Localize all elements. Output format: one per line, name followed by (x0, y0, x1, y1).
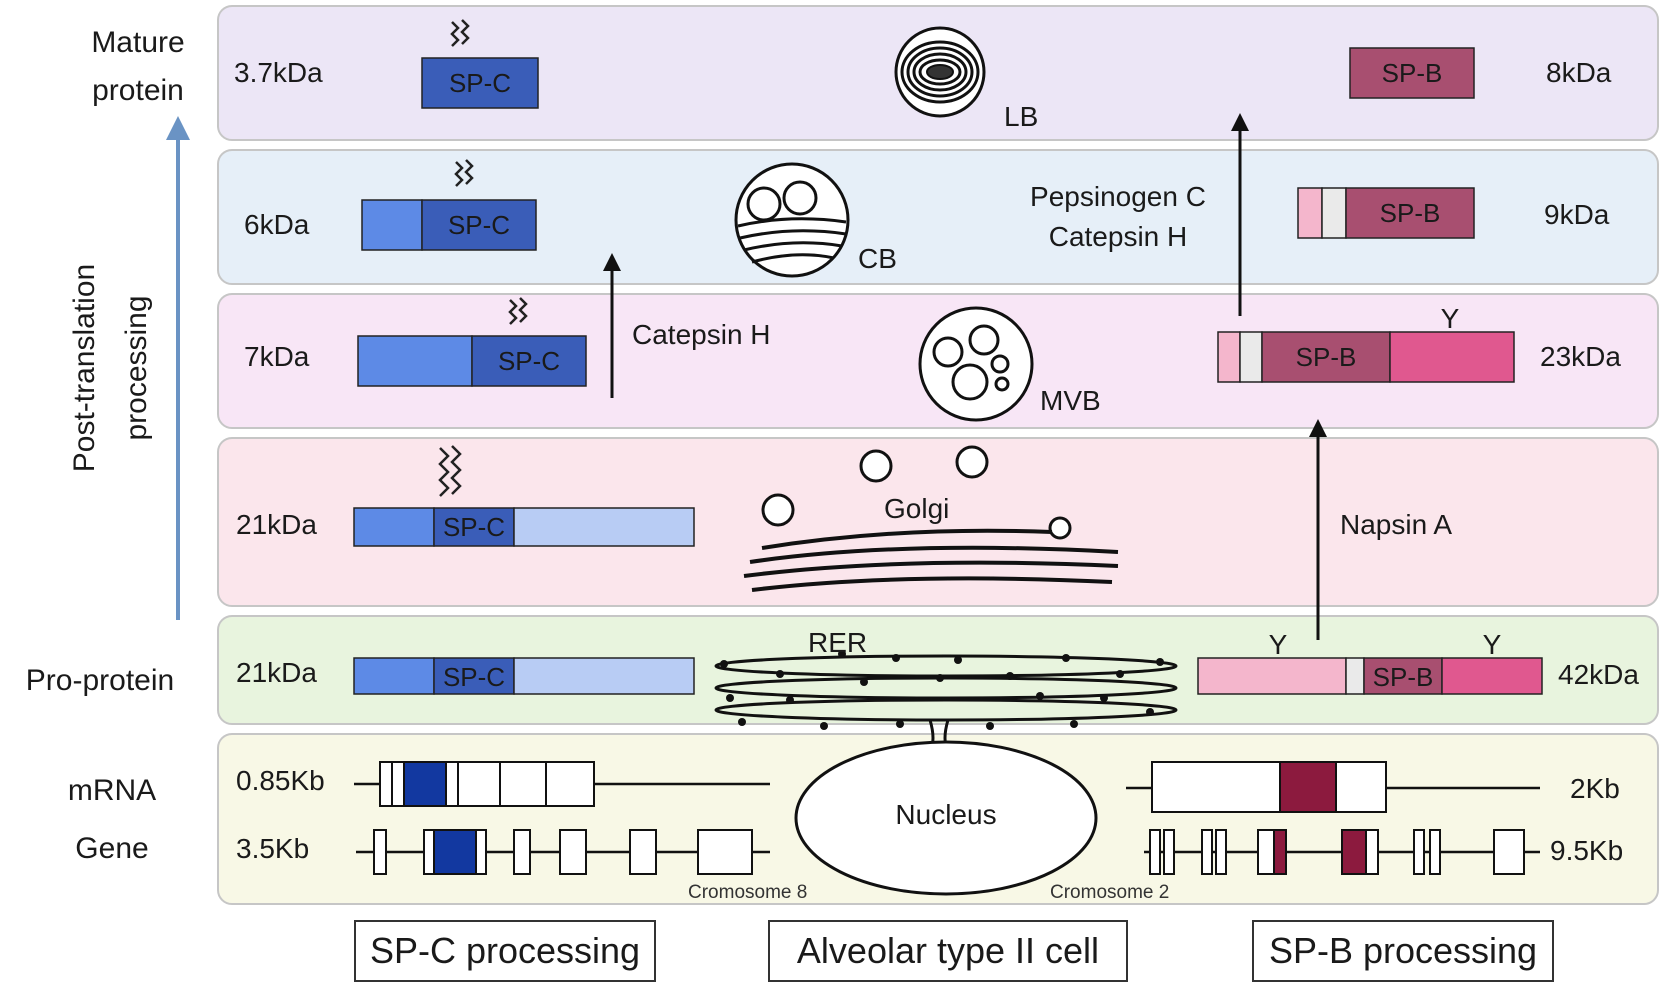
lamellar-body (894, 26, 986, 118)
row-golgi (217, 437, 1659, 607)
spb-pro-gap (1345, 657, 1365, 695)
glyco-mark: Y (1269, 629, 1288, 660)
spb-pro-tail (1441, 657, 1543, 695)
spb-row3-gap (1239, 331, 1263, 383)
size-pro-spc: 21kDa (236, 657, 317, 688)
lipid-chain (454, 159, 474, 187)
size-row3-spb: 23kDa (1540, 341, 1621, 372)
spc-mature-box (421, 57, 539, 109)
spb-row3-tail (1389, 331, 1515, 383)
rough-er (714, 650, 1178, 753)
spb-pro-light (1197, 657, 1347, 695)
label-mrna: mRNA (68, 774, 156, 807)
row-rer (217, 615, 1659, 725)
label-mature-1: Mature (91, 26, 184, 59)
spb-row3-label: SP-B (1296, 342, 1357, 372)
lipid-chain (508, 297, 528, 325)
spc-row3-light (357, 335, 473, 387)
enzyme-pepsinogen: Pepsinogen C (1030, 181, 1206, 212)
spb-row2-label: SP-B (1380, 198, 1441, 228)
rer-label: RER (808, 627, 867, 658)
lb-label: LB (1004, 101, 1038, 132)
spc-pro-box (433, 657, 515, 695)
spc-pro-label: SP-C (443, 662, 505, 692)
size-mrna-spc: 0.85Kb (236, 765, 325, 796)
enzyme-catepsin-h-b: Catepsin H (1049, 221, 1188, 252)
size-mature-spb: 8kDa (1546, 57, 1612, 88)
nucleus (794, 740, 1098, 896)
label-gene: Gene (75, 832, 148, 865)
lipid-chain (438, 445, 462, 497)
size-row4-spc: 21kDa (236, 509, 317, 540)
cb-label: CB (858, 243, 897, 274)
label-ptp-1: Post-translation (68, 264, 101, 472)
row-cb (217, 149, 1659, 285)
spb-gene (1144, 829, 1540, 875)
size-pro-spb: 42kDa (1558, 659, 1639, 690)
spc-row2-label: SP-C (448, 210, 510, 240)
mvb-label: MVB (1040, 385, 1101, 416)
spb-row2-light (1297, 187, 1323, 239)
size-row2-spc: 6kDa (244, 209, 310, 240)
glyco-mark: Y (1483, 629, 1502, 660)
label-mature-2: protein (92, 74, 184, 107)
spb-mature-label: SP-B (1382, 58, 1443, 88)
composite-body (734, 162, 850, 278)
golgi-label: Golgi (884, 493, 949, 524)
spb-mature-box (1349, 47, 1475, 99)
spb-mrna (1126, 761, 1540, 813)
size-gene-spb: 9.5Kb (1550, 835, 1623, 866)
label-ptp-2: processing (120, 295, 153, 440)
nucleus-label: Nucleus (895, 799, 996, 830)
lipid-chain (450, 19, 470, 47)
size-gene-spc: 3.5Kb (236, 833, 309, 864)
spc-gene (356, 829, 770, 875)
label-proprotein: Pro-protein (26, 664, 174, 697)
chromosome-2: Cromosome 2 (1050, 882, 1169, 903)
spc-pro-light (513, 657, 695, 695)
golgi-apparatus (743, 445, 1119, 592)
spc-row4-label: SP-C (443, 512, 505, 542)
caption-spb-processing: SP-B processing (1252, 920, 1554, 982)
size-mrna-spb: 2Kb (1570, 773, 1620, 804)
spc-row2-light (361, 199, 423, 251)
spb-pro-label: SP-B (1373, 662, 1434, 692)
spc-mature-label: SP-C (449, 68, 511, 98)
spc-mrna (354, 761, 770, 807)
caption-alveolar-cell: Alveolar type II cell (768, 920, 1128, 982)
multivesicular-body (918, 306, 1034, 422)
enzyme-napsin: Napsin A (1340, 509, 1452, 540)
spb-pro-box (1363, 657, 1443, 695)
spc-row4-mid (353, 507, 435, 547)
spc-row3-box (471, 335, 587, 387)
size-row3-spc: 7kDa (244, 341, 310, 372)
spc-row3-label: SP-C (498, 346, 560, 376)
glyco-mark: Y (1441, 303, 1460, 334)
spc-pro-mid (353, 657, 435, 695)
spb-row3-light (1217, 331, 1241, 383)
caption-spc-processing: SP-C processing (354, 920, 656, 982)
enzyme-catepsin-h-c: Catepsin H (632, 319, 771, 350)
spc-row2-box (421, 199, 537, 251)
chromosome-8: Cromosome 8 (688, 882, 807, 903)
spc-row4-box (433, 507, 515, 547)
spb-row3-box (1261, 331, 1391, 383)
spb-row2-gap (1321, 187, 1347, 239)
size-row2-spb: 9kDa (1544, 199, 1610, 230)
size-mature-spc: 3.7kDa (234, 57, 323, 88)
spb-row2-box (1345, 187, 1475, 239)
spc-row4-light (513, 507, 695, 547)
